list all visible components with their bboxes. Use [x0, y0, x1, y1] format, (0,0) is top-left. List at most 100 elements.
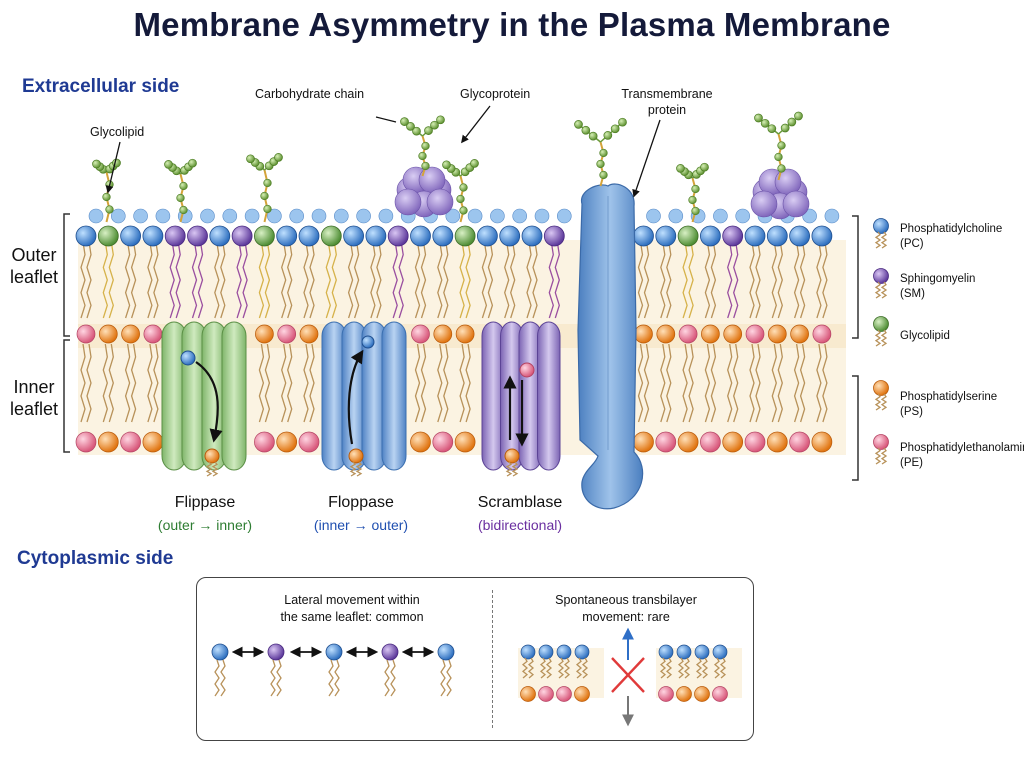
- outer-leaflet-label: Outer leaflet: [8, 244, 60, 288]
- ps-lipid-head: [656, 324, 676, 344]
- sugar-unit: [179, 205, 188, 215]
- legend-sm-abbr: (SM): [900, 288, 925, 300]
- sugar-unit: [421, 141, 430, 151]
- inner-leaflet-bracket: [63, 339, 70, 453]
- lipid-tail: [771, 343, 777, 423]
- mini-ps-head: [574, 686, 590, 702]
- transmembrane-callout-line2: protein: [647, 103, 687, 117]
- pc-lipid-head-back: [267, 208, 282, 224]
- pc-lipid-head-back: [155, 208, 171, 224]
- cytoplasmic-side-label: Cytoplasmic side: [17, 548, 174, 569]
- mini-pe-head: [712, 686, 728, 702]
- pe-lipid-head: [298, 431, 320, 453]
- lipid-tail: [349, 461, 357, 477]
- lipid-tail: [749, 343, 755, 423]
- pc-lipid-head-back: [668, 208, 684, 224]
- lipid-tail: [258, 343, 265, 423]
- lipid-tail: [220, 659, 226, 697]
- legend-pe: Phosphatidylethanolamine (PE): [900, 441, 1024, 471]
- ps-lipid-head: [677, 431, 699, 453]
- ps-lipid-head: [634, 324, 653, 344]
- lipid-tail: [130, 343, 137, 423]
- glycoprotein-callout: Glycoprotein: [460, 87, 531, 101]
- floppase-pc-lipid: [361, 335, 375, 349]
- lipid-tail: [733, 241, 739, 319]
- mini-pe-head: [538, 686, 554, 702]
- lipid-tail: [214, 241, 220, 319]
- lipid-tail: [108, 343, 114, 423]
- flippase-ps-lipid: [204, 448, 220, 464]
- movement-summary-box: [196, 577, 754, 741]
- lipid-tail: [325, 241, 331, 319]
- gl-lipid-head: [320, 225, 342, 247]
- lipid-tail: [384, 659, 390, 697]
- ps-lipid-head: [811, 431, 833, 453]
- mini-pc-head: [712, 644, 728, 660]
- transmembrane-pointer: [632, 119, 661, 198]
- lipid-tail: [799, 241, 806, 319]
- lateral-pc-lipid: [325, 643, 343, 661]
- floppase-ps-lipid: [348, 448, 364, 464]
- sugar-unit: [787, 117, 797, 127]
- lipid-tail: [270, 659, 276, 697]
- lipid-tail: [443, 241, 449, 319]
- lipid-tail: [880, 231, 888, 249]
- scramblase-protein-subunit: [537, 321, 561, 471]
- lipid-tail: [80, 343, 86, 423]
- blocked-cross-b: [611, 657, 645, 693]
- sugar-unit: [263, 204, 272, 214]
- sugar-unit: [574, 120, 583, 129]
- lateral-line1: Lateral movement within: [284, 593, 420, 607]
- pc-lipid-head: [120, 225, 142, 247]
- legend-pc-abbr: (PC): [900, 238, 924, 250]
- lipid-tail: [334, 659, 340, 697]
- lipid-tail: [704, 241, 711, 319]
- lateral-pc-lipid: [437, 643, 455, 661]
- peripheral-glycoprotein: [750, 168, 810, 220]
- pe-lipid-head: [744, 431, 766, 453]
- sugar-unit: [400, 117, 409, 126]
- glycolipid-callout: Glycolipid: [90, 125, 145, 139]
- lipid-tail: [777, 343, 783, 423]
- pc-lipid-head-back: [111, 208, 126, 224]
- lipid-tail: [108, 241, 114, 319]
- pe-lipid-head: [745, 324, 765, 344]
- lipid-tail: [153, 241, 159, 319]
- lipid-tail: [287, 343, 293, 423]
- lipid-tail: [557, 657, 565, 679]
- lateral-sm-lipid: [267, 643, 285, 661]
- inner-leaflet-line1: Inner: [13, 377, 55, 397]
- lipid-tail: [191, 241, 198, 319]
- pc-lipid-head: [410, 225, 431, 247]
- pc-lipid-head-back: [311, 208, 327, 224]
- pe-lipid-head: [76, 324, 96, 344]
- pe-lipid-head: [277, 324, 297, 344]
- lipid-tail: [511, 461, 519, 477]
- sugar-unit: [603, 131, 613, 140]
- glycoprotein: [394, 166, 454, 218]
- lipid-tail: [220, 241, 226, 319]
- lipid-tail: [481, 241, 488, 319]
- lipid-tail: [532, 241, 538, 319]
- lipid-tail: [666, 343, 672, 423]
- lipid-tail: [659, 657, 667, 679]
- ps-lipid-head: [455, 324, 475, 344]
- pc-lipid-head-back: [222, 208, 238, 224]
- sugar-unit: [421, 161, 430, 171]
- pc-lipid-head-back: [88, 208, 104, 224]
- lipid-tail: [303, 241, 309, 319]
- gl-lipid-head: [97, 225, 119, 247]
- lipid-tail: [665, 657, 673, 679]
- box-divider: [492, 590, 493, 728]
- sugar-unit: [767, 124, 777, 134]
- lipid-tail: [688, 343, 694, 423]
- lipid-tail: [398, 241, 404, 319]
- lipid-tail: [527, 657, 535, 679]
- flippase-protein: [161, 321, 247, 471]
- lipid-tail: [683, 657, 691, 679]
- pc-lipid-head-back: [467, 208, 483, 224]
- peripheral-glycoprotein-domain: [750, 190, 778, 218]
- mini-pc-head: [520, 644, 536, 660]
- lipid-tail: [459, 241, 465, 319]
- lipid-tail: [749, 241, 755, 319]
